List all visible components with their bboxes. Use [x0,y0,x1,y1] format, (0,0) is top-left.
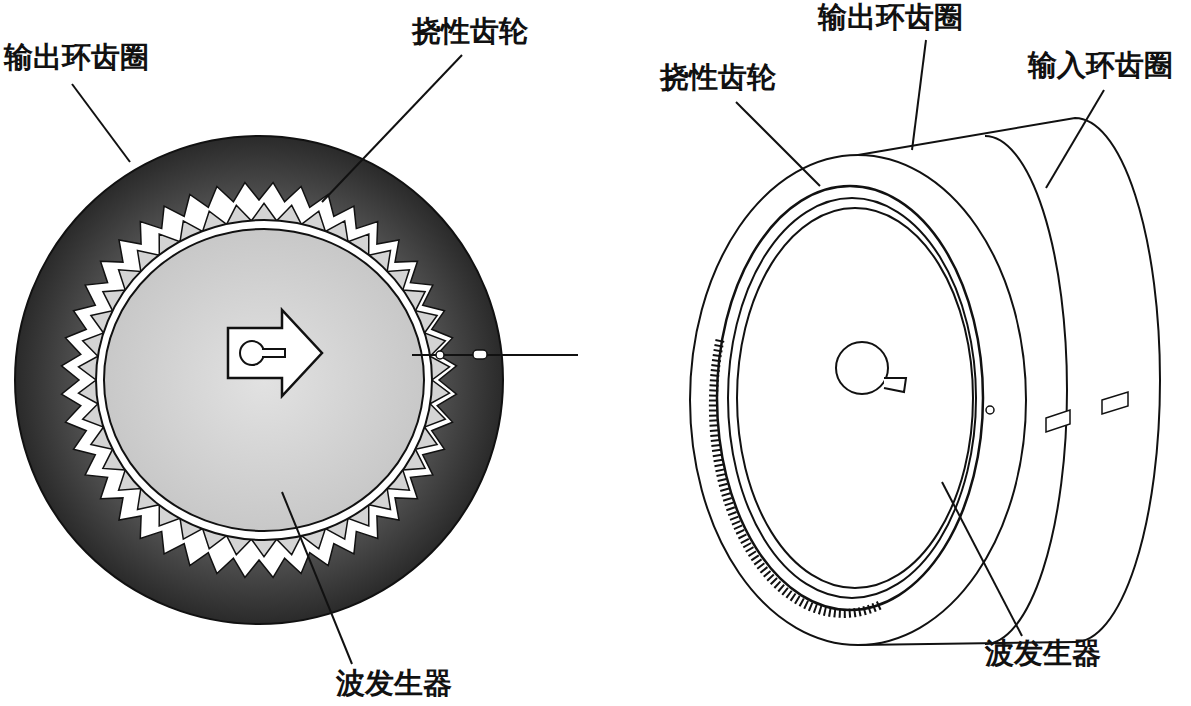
flexspline-teeth [79,203,450,556]
part-label: 输出环齿圈 [818,2,963,34]
keyway [262,349,285,357]
wave-generator [104,229,424,531]
output-ring-gear [15,136,503,624]
leader-line [912,40,926,150]
part-label: 挠性齿轮 [412,16,528,48]
wave-generator [737,208,973,588]
ring-gear-teeth [62,183,457,578]
part-label: 输入环齿圈 [1028,50,1173,82]
leader-line [72,84,130,162]
output-ring-face [690,155,1026,645]
flexspline-ring [96,220,432,540]
rotation-arrow [228,310,322,396]
mark-slot [1102,392,1128,414]
mark-slot [473,350,487,359]
part-label: 输出环齿圈 [4,42,149,74]
mark-dot [986,406,994,414]
mark-slot [1046,410,1070,432]
shaft-hole [240,341,264,365]
leader-line [322,55,462,202]
leader-line [1046,90,1104,188]
shaft-hole [836,342,888,394]
part-label: 波发生器 [985,638,1101,670]
flexspline-outer [717,186,983,610]
leader-line [942,482,1022,636]
mark-dot [436,351,444,359]
keyway [884,378,906,392]
part-label: 波发生器 [336,668,452,700]
leader-line [736,102,820,186]
part-label: 挠性齿轮 [660,62,776,94]
flexspline-inner [728,198,976,598]
leader-line [282,492,352,664]
